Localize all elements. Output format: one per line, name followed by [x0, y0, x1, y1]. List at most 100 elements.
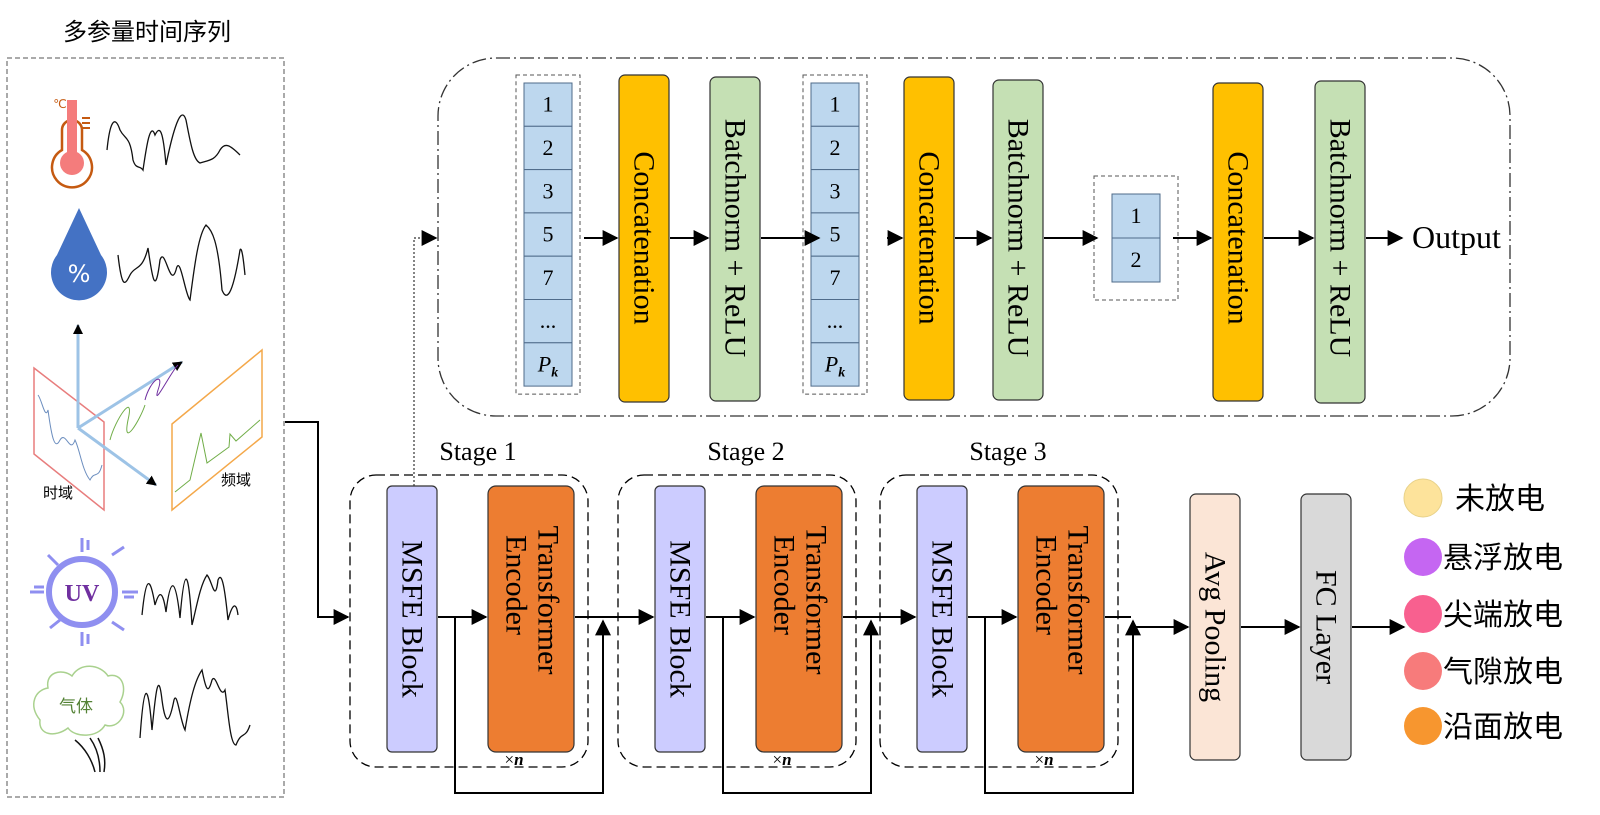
repeat-label: ×n: [504, 750, 523, 769]
fc-layer-block[interactable]: FC Layer: [1300, 493, 1352, 761]
kernel-size-label: 5: [830, 222, 841, 247]
humidity-signal: [117, 224, 246, 302]
frequency-domain-label: 频域: [221, 471, 251, 489]
kernel-size-label: 7: [543, 265, 554, 290]
stage-border: [879, 474, 1119, 768]
svg-text:Encoder: Encoder: [768, 535, 801, 635]
msfe-detail-border: [437, 57, 1511, 417]
residual-connection: [984, 617, 1141, 794]
gas-label: 气体: [59, 697, 93, 717]
kernel-cell: [523, 212, 573, 257]
legend-item: 悬浮放电: [1404, 538, 1563, 576]
svg-text:MSFE Block: MSFE Block: [396, 540, 429, 698]
kernel-group-border: [802, 74, 868, 395]
time-domain-label: 时域: [43, 484, 73, 502]
class-label: 沿面放电: [1443, 710, 1563, 745]
svg-text:Batchnorm + ReLU: Batchnorm + ReLU: [719, 119, 752, 358]
svg-text:Transformer: Transformer: [532, 526, 565, 675]
temperature-signal: [106, 114, 241, 172]
msfe-block[interactable]: MSFE Block: [386, 485, 438, 753]
kernel-size-label: 2: [543, 135, 554, 160]
bn-relu-block-3[interactable]: Batchnorm + ReLU: [1314, 80, 1366, 404]
gas-signal: [139, 668, 251, 746]
repeat-label: ×n: [1034, 750, 1053, 769]
kernel-cell: [1111, 237, 1161, 283]
bn-relu-block-2[interactable]: Batchnorm + ReLU: [992, 79, 1044, 401]
svg-text:Concatenation: Concatenation: [628, 151, 661, 324]
svg-text:Concatenation: Concatenation: [913, 151, 946, 324]
class-label: 悬浮放电: [1443, 541, 1563, 576]
kernel-size-label: 3: [830, 178, 841, 203]
uv-label: UV: [65, 581, 100, 607]
uv-sun-icon: UV: [30, 538, 138, 646]
kernel-cell: [810, 342, 860, 387]
legend-item: 气隙放电: [1404, 652, 1563, 690]
kernel-group-border: [515, 74, 581, 395]
output-label: Output: [1412, 219, 1501, 255]
class-label: 未放电: [1455, 482, 1545, 517]
kernel-cell: [810, 82, 860, 127]
water-drop-icon: %: [51, 208, 108, 301]
kernel-cell: [523, 125, 573, 171]
stage-border: [349, 474, 589, 768]
class-label: 气隙放电: [1443, 655, 1563, 690]
input-panel: 多参量时间序列 ℃ %: [6, 18, 285, 798]
kernel-size-label: 5: [543, 222, 554, 247]
legend-item: 尖端放电: [1404, 595, 1563, 633]
residual-connection: [722, 617, 879, 794]
kernel-cell: [523, 299, 573, 344]
class-color-dot: [1404, 652, 1442, 690]
kernel-cell: [810, 125, 860, 171]
kernel-cell: [1111, 193, 1161, 239]
celsius-label: ℃: [53, 97, 66, 111]
humidity-label: %: [68, 260, 91, 288]
svg-text:Transformer: Transformer: [1062, 526, 1095, 675]
kernel-group-3: 12: [1093, 175, 1179, 301]
legend-item: 沿面放电: [1404, 707, 1563, 745]
stage-title: Stage 2: [707, 437, 784, 466]
kernel-cell: [810, 169, 860, 214]
repeat-label: ×n: [772, 750, 791, 769]
svg-text:Transformer: Transformer: [800, 526, 833, 675]
kernel-size-label: 3: [543, 178, 554, 203]
kernel-size-label: 1: [543, 92, 554, 117]
concat-block-1[interactable]: Concatenation: [618, 74, 670, 403]
kernel-size-label: ...: [540, 308, 557, 333]
svg-text:Encoder: Encoder: [1030, 535, 1063, 635]
svg-text:Avg Pooling: Avg Pooling: [1199, 552, 1232, 702]
gas-cloud-icon: 气体: [33, 665, 125, 773]
legend-item: 未放电: [1403, 478, 1545, 518]
stage-title: Stage 1: [439, 437, 516, 466]
input-panel-title: 多参量时间序列: [63, 18, 231, 46]
kernel-cell: [523, 255, 573, 301]
stage-title: Stage 3: [969, 437, 1046, 466]
thermometer-icon: ℃: [50, 97, 94, 189]
kernel-cell: [523, 169, 573, 214]
kernel-size-label: 2: [830, 135, 841, 160]
msfe-block[interactable]: MSFE Block: [654, 485, 706, 753]
input-panel-border: [6, 57, 285, 798]
concat-block-3[interactable]: Concatenation: [1212, 82, 1264, 402]
avg-pooling-block[interactable]: Avg Pooling: [1189, 493, 1241, 761]
class-label: 尖端放电: [1443, 598, 1563, 633]
svg-text:Encoder: Encoder: [500, 535, 533, 635]
bn-relu-block-1[interactable]: Batchnorm + ReLU: [709, 76, 761, 402]
kernel-cell: [523, 342, 573, 387]
kernel-size-label: ...: [827, 308, 844, 333]
kernel-cell: [810, 299, 860, 344]
kernel-size-label: 7: [830, 265, 841, 290]
kernel-size-label: 2: [1131, 247, 1142, 272]
svg-text:MSFE Block: MSFE Block: [664, 540, 697, 698]
msfe-block[interactable]: MSFE Block: [916, 485, 968, 753]
class-color-dot: [1404, 595, 1442, 633]
concat-block-2[interactable]: Concatenation: [903, 76, 955, 401]
